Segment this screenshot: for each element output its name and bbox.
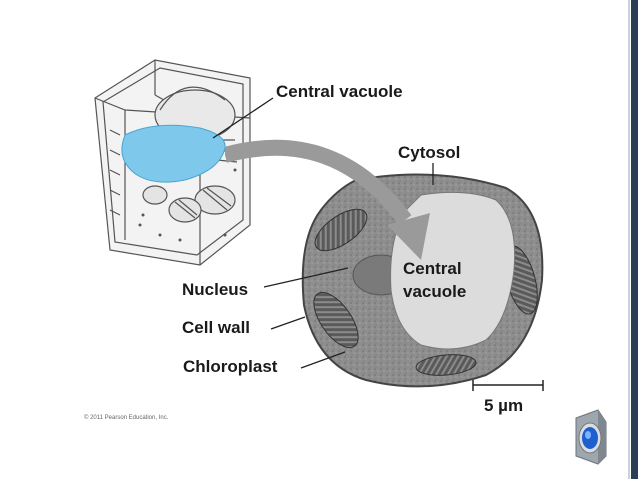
central-vacuole-shape — [121, 124, 226, 183]
label-central-line2: vacuole — [403, 282, 467, 301]
right-edge-light — [628, 0, 630, 479]
right-edge-dark — [631, 0, 638, 479]
plant-cell-illustration — [94, 59, 251, 266]
label-cytosol: Cytosol — [398, 143, 461, 162]
copyright: © 2011 Pearson Education, Inc. — [84, 415, 169, 421]
scale-bar — [472, 380, 544, 391]
label-central-line1: Central — [403, 259, 462, 278]
curved-arrow — [225, 139, 430, 260]
label-central-vacuole-top: Central vacuole — [276, 82, 403, 101]
label-cell-wall: Cell wall — [182, 318, 251, 337]
cell-micrograph — [301, 173, 544, 388]
label-chloroplast: Chloroplast — [183, 357, 278, 376]
label-scale: 5 µm — [484, 396, 524, 415]
speaker-icon[interactable] — [572, 408, 622, 466]
label-nucleus: Nucleus — [182, 280, 249, 299]
